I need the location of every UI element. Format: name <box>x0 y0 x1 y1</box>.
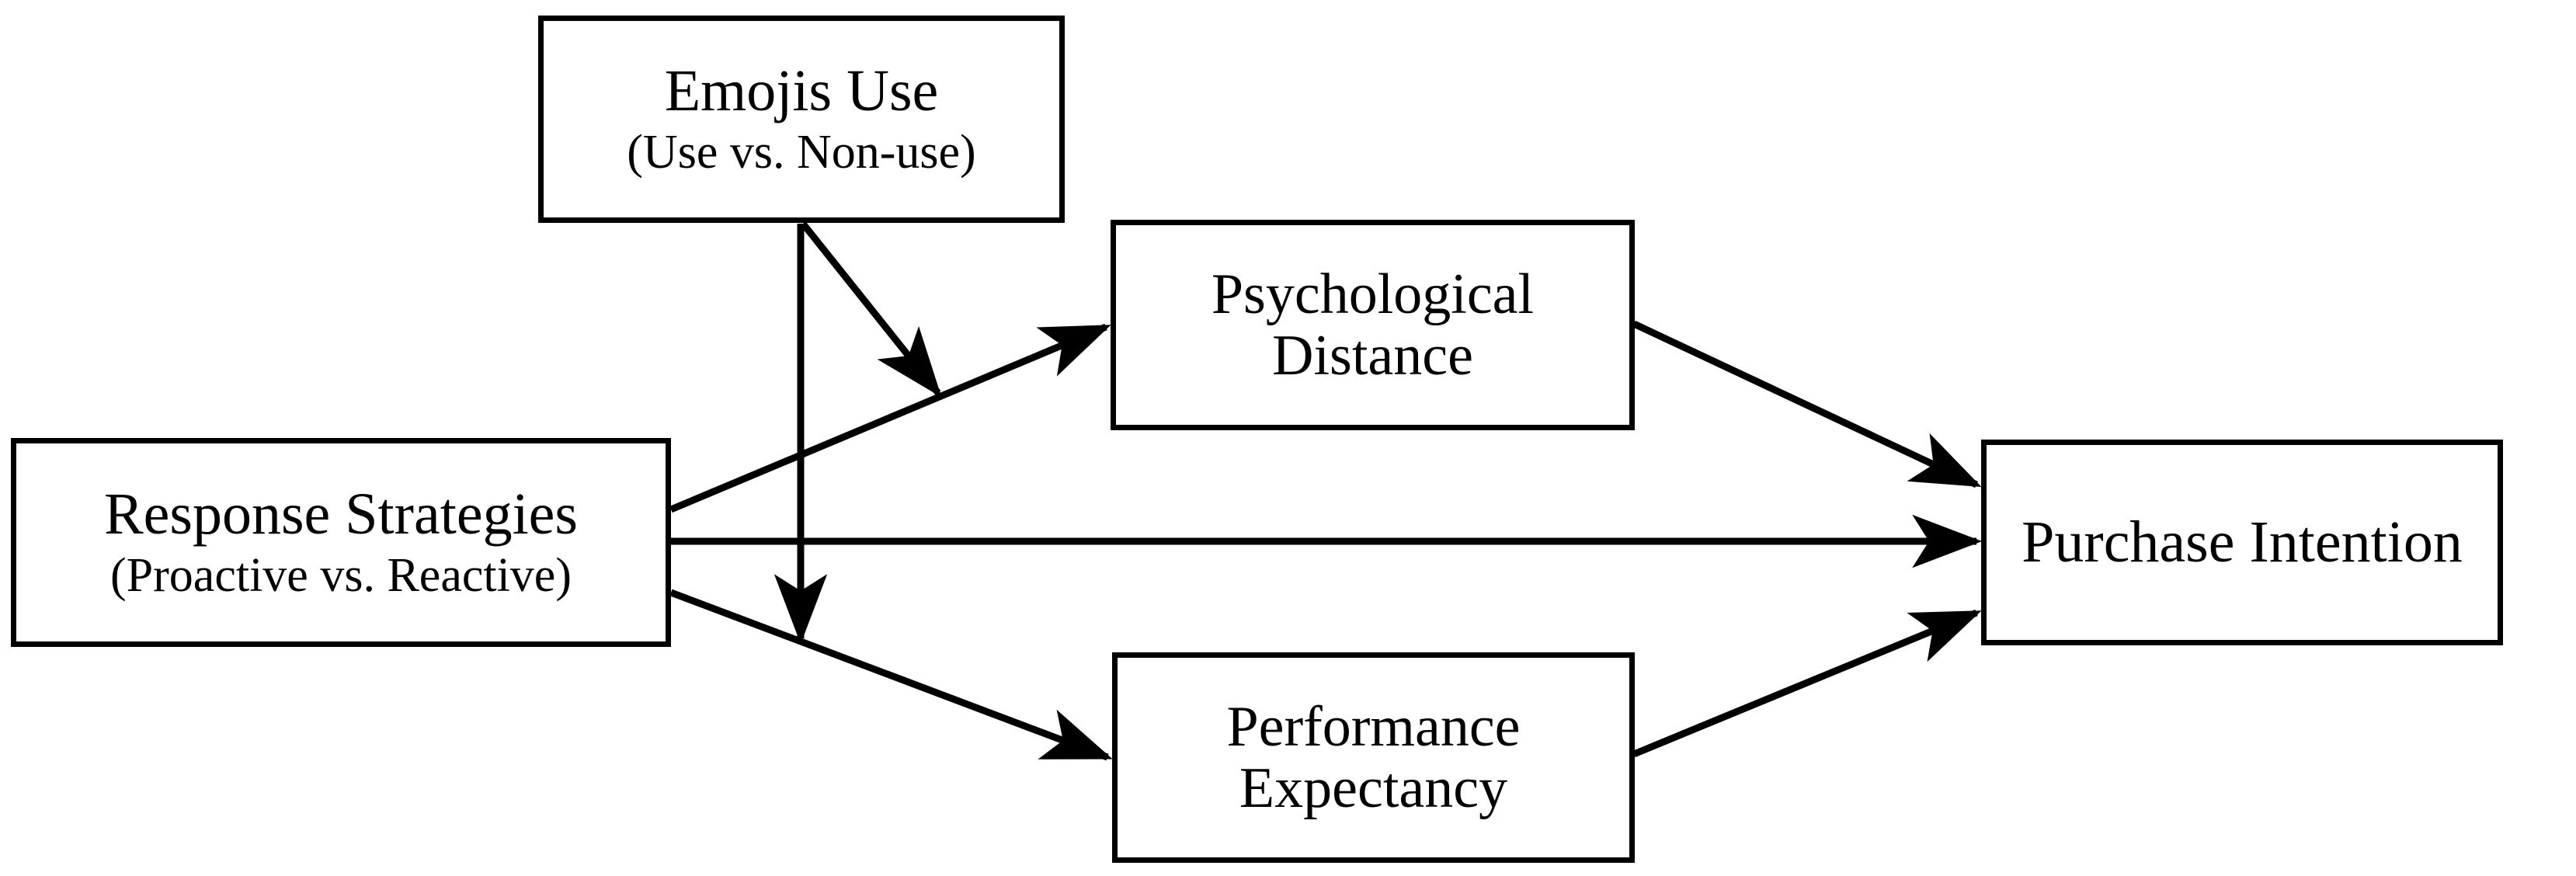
node-psychological-distance-title: Psychological Distance <box>1211 262 1535 388</box>
edge-eu-moderates-rs-pd <box>800 221 942 398</box>
node-purchase-intention-title: Purchase Intention <box>2022 509 2463 575</box>
edge-rs-to-pe <box>669 589 1113 761</box>
node-performance-expectancy-title: Performance Expectancy <box>1226 695 1521 820</box>
edge-pd-to-pi <box>1632 320 1982 488</box>
node-performance-expectancy[interactable]: Performance Expectancy <box>1112 652 1635 863</box>
node-response-strategies-subtitle: (Proactive vs. Reactive) <box>110 548 572 602</box>
node-psychological-distance[interactable]: Psychological Distance <box>1111 220 1635 430</box>
node-response-strategies-title: Response Strategies <box>103 481 578 548</box>
node-emojis-use[interactable]: Emojis Use (Use vs. Non-use) <box>538 16 1065 223</box>
node-purchase-intention[interactable]: Purchase Intention <box>1981 440 2503 645</box>
node-emojis-use-subtitle: (Use vs. Non-use) <box>627 125 976 179</box>
node-emojis-use-title: Emojis Use <box>664 58 939 124</box>
edge-rs-to-pd <box>669 323 1111 513</box>
node-response-strategies[interactable]: Response Strategies (Proactive vs. React… <box>11 438 671 647</box>
edge-pe-to-pi <box>1632 609 1982 758</box>
